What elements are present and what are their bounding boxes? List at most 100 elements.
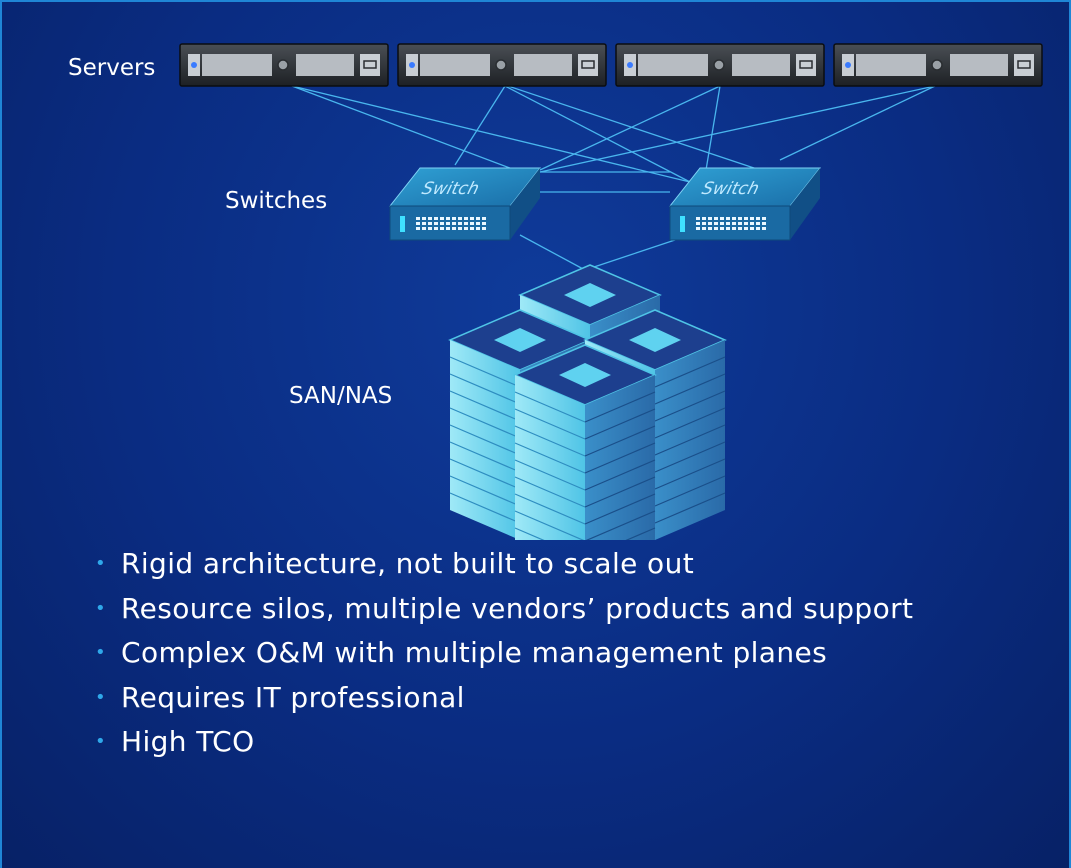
switch-port [762,227,766,230]
server-port [581,60,595,69]
switch-port [714,222,718,225]
rack-slot-line [514,493,586,525]
rack-slot-line [584,476,656,508]
bullet-text: Resource silos, multiple vendors’ produc… [121,591,914,625]
rack-slot-line [584,408,656,440]
switch-port [762,217,766,220]
rack-slot-line [585,510,656,540]
switch-port [750,222,754,225]
server-unit [397,43,607,87]
switch-port [696,217,700,220]
network-link [291,85,516,171]
rack-slot-line [514,476,586,508]
rack-slot-line [449,458,521,490]
switch-port [744,227,748,230]
bullet-item: •Requires IT professional [95,676,913,721]
switch-port [696,222,700,225]
network-link [705,85,721,171]
switch-port [750,227,754,230]
rack-slot-line [654,492,726,524]
switch-port [726,217,730,220]
server-bay [360,54,380,76]
switch-port [470,227,474,230]
bullet-dot: • [95,686,107,708]
network-link [454,85,506,166]
frame-right-border [1069,0,1071,868]
switch-port [738,227,742,230]
rack-top-emblem [559,363,611,387]
rack-slot-line [584,493,656,525]
bullet-dot: • [95,731,107,752]
switch-port [476,222,480,225]
switch-led [400,216,405,232]
server-unit [179,43,389,87]
server-unit [615,43,825,87]
rack-top-emblem [494,328,546,352]
rack-slot-line [584,391,656,423]
switch-port [708,227,712,230]
bullet-text: High TCO [121,725,255,758]
network-link [584,234,691,271]
rack-slot-line [449,475,521,507]
bullet-dot: • [95,553,107,574]
rack-slot-line [449,407,521,439]
server-power-button [495,59,507,71]
bullet-dot: • [95,597,107,619]
server-port [363,60,377,69]
storage-label: SAN/NAS [289,383,393,409]
server-bay [514,54,572,76]
bullet-list: • Rigid architecture, not built to scale … [95,542,913,765]
server-led [845,62,851,68]
network-link [507,85,761,171]
switch-port [452,222,456,225]
switch-port [470,217,474,220]
switch-port [482,217,486,220]
network-link [539,85,721,171]
switch-port [458,222,462,225]
bullet-item: • High TCO [95,720,913,765]
network-link [504,85,691,183]
bullet-text: Rigid architecture, not built to scale o… [121,547,695,580]
server-bay [1014,54,1034,76]
rack-slot-line [654,373,726,405]
switch-port [696,227,700,230]
switch-port [756,227,760,230]
rack-slot-line [449,424,521,456]
rack-slot-line [514,442,586,474]
switch-port [422,222,426,225]
switch-port [720,217,724,220]
switch-port [732,217,736,220]
switch-port [416,222,420,225]
servers-label: Servers [68,55,156,81]
switch-port [732,222,736,225]
bullet-item: • Resource silos, multiple vendors’ produ… [95,587,913,632]
server-power-button [931,59,943,71]
rack-slot-line [654,356,726,388]
server-bay [796,54,816,76]
storage-rack-front [513,344,657,540]
switch-label: Switch [420,179,481,199]
switch-port [720,227,724,230]
rack-slot-line [449,356,521,388]
switch-port [738,222,742,225]
switch-port [428,222,432,225]
switch-side [790,168,820,240]
rack-slot-line [654,458,726,490]
switch-port [434,222,438,225]
switch-port [744,222,748,225]
rack-slot-line [625,527,656,540]
bullet-text: Complex O&M with multiple management pla… [121,636,828,669]
switch-port [726,227,730,230]
switch-port [458,227,462,230]
switch-port [714,227,718,230]
switch-port [434,227,438,230]
switch-port [708,217,712,220]
switch-unit: Switch [668,167,822,241]
rack-top-emblem [629,328,681,352]
switch-port [744,217,748,220]
server-power-button [277,59,289,71]
server-bay [638,54,708,76]
switch-port [470,222,474,225]
rack-slot-line [654,441,726,473]
